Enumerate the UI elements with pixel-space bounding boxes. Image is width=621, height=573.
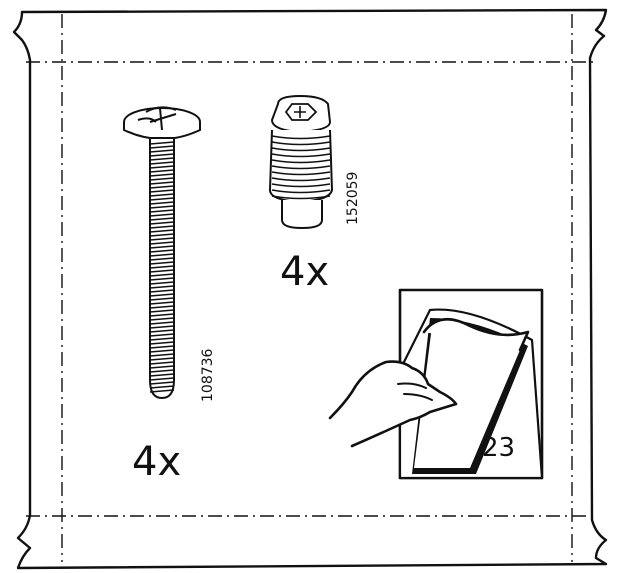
insert-part-number: 152059 (345, 172, 361, 225)
seal-lines (26, 14, 598, 562)
page-turn-hand-icon (328, 288, 544, 480)
insert-drawing (268, 94, 334, 230)
insert-quantity: 4x (280, 249, 329, 295)
screw-part-number: 108736 (200, 348, 216, 402)
screw-drawing (123, 106, 201, 400)
bag-outline (12, 8, 608, 570)
screw-quantity: 4x (132, 439, 181, 485)
instruction-page-number: 23 (482, 433, 515, 463)
